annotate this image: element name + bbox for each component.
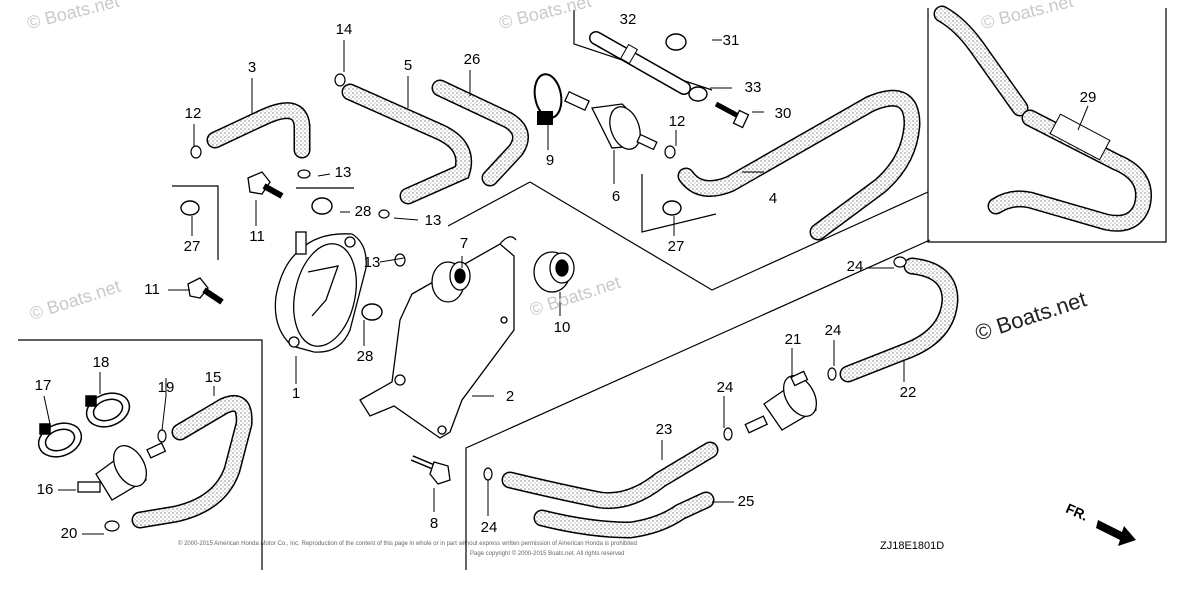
clamp-18 [85,392,131,428]
bracket-2 [359,236,517,439]
callout-13-c: 13 [363,254,381,271]
callout-8: 8 [429,515,439,532]
bolt-8 [410,455,451,485]
callout-20: 20 [60,525,78,542]
callout-13-b: 13 [424,212,442,229]
connector-30 [714,101,750,129]
callout-21: 21 [784,331,802,348]
callout-7: 7 [459,235,469,252]
leader-lines [43,39,1089,535]
fuel-filter-6 [564,90,658,151]
callout-30: 30 [774,105,792,122]
callout-28-upper: 28 [354,203,372,220]
clamps-27-28 [180,33,708,321]
callout-5: 5 [403,57,413,74]
grommet-10 [533,251,575,293]
front-arrow-icon [1096,520,1136,546]
callout-19: 19 [157,379,175,396]
fuel-filter-21 [744,370,818,434]
hose-26 [431,79,529,187]
hose-22 [839,257,959,383]
bolt-11-lower [187,277,224,305]
callout-33: 33 [744,79,762,96]
callout-24-c: 24 [716,379,734,396]
bolt-11-upper [247,171,284,199]
copyright-line-1: © 2000-2015 American Honda Motor Co., In… [178,541,638,547]
hose-32 [589,31,691,95]
callout-12-right: 12 [668,113,686,130]
callout-22: 22 [899,384,917,401]
diagram-code: ZJ18E1801D [880,540,945,552]
callout-4: 4 [768,190,778,207]
callout-12-left: 12 [184,105,202,122]
callout-27-left: 27 [183,238,201,255]
callout-24-a: 24 [846,258,864,275]
callout-27-right: 27 [667,238,685,255]
hose-29 [933,5,1152,232]
clamp-9 [533,73,563,125]
callout-18: 18 [92,354,110,371]
callout-3: 3 [247,59,257,76]
fuel-pump-1 [274,231,367,353]
copyright-line-2: Page copyright © 2000-2015 Boats.net. Al… [470,551,625,557]
small-clips [104,73,907,532]
hose-4 [677,89,921,241]
callout-31: 31 [722,32,740,49]
callout-16: 16 [36,481,54,498]
hose-23 [501,441,719,510]
callout-23: 23 [655,421,673,438]
callout-1: 1 [291,385,301,402]
callout-10: 10 [553,319,571,336]
callout-11-lower: 11 [144,281,160,298]
callout-24-b: 24 [824,322,842,339]
callout-15: 15 [204,369,222,386]
callout-13-a: 13 [334,164,352,181]
hose-3 [206,102,311,159]
callout-9: 9 [545,152,555,169]
callout-11-upper: 11 [249,228,265,245]
callout-29: 29 [1079,89,1097,106]
callout-25: 25 [737,493,755,510]
callout-2: 2 [505,388,515,405]
callout-6: 6 [611,188,621,205]
fuel-filter-16 [77,442,167,501]
callout-17: 17 [34,377,52,394]
callout-26: 26 [463,51,481,68]
clamp-17 [37,422,83,458]
frame-lines [18,8,1167,570]
hose-25 [533,491,715,539]
grommet-7 [431,261,471,303]
hose-15 [131,394,253,529]
callout-24-d: 24 [480,519,498,536]
hose-5 [341,83,473,205]
callout-28-lower: 28 [356,348,374,365]
callout-32: 32 [619,11,637,28]
callout-14: 14 [335,21,353,38]
